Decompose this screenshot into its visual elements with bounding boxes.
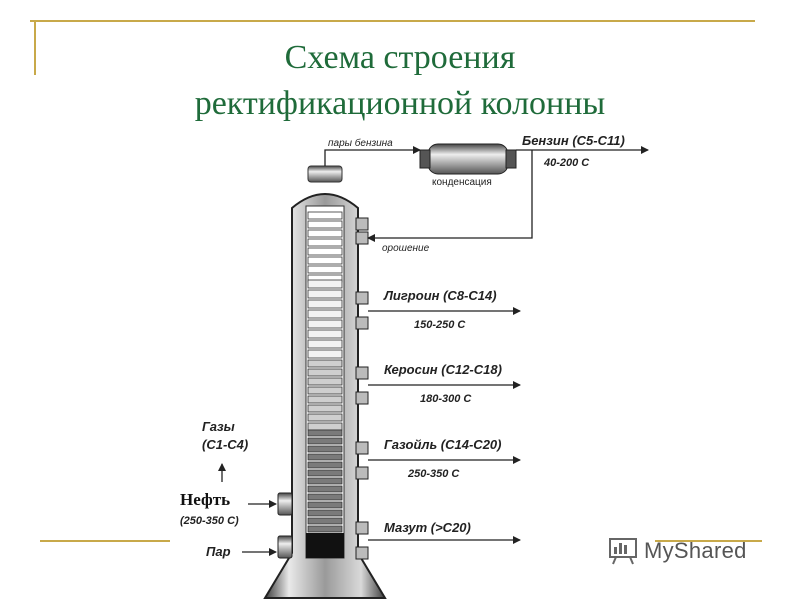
column-tray: [307, 256, 343, 265]
column-tray: [307, 229, 343, 238]
gases-label: Газы: [202, 419, 235, 434]
fraction-range-gasoil: 250-350 C: [407, 468, 460, 480]
side-nozzle: [355, 366, 369, 380]
column-tray: [307, 453, 343, 461]
fraction-range-ligroin: 150-250 C: [414, 319, 466, 331]
left-decor-line: [34, 20, 36, 75]
column-tray: [307, 368, 343, 377]
fraction-range-gasoline: 40-200 C: [543, 157, 590, 169]
column-tray: [307, 309, 343, 319]
fraction-range-kerosene: 180-300 C: [420, 393, 472, 405]
column-tray: [307, 395, 343, 404]
distillation-column-diagram: пары бензина конденсация орошение Бензин…: [170, 128, 655, 600]
column-tray: [307, 469, 343, 477]
vapor-label: пары бензина: [328, 137, 393, 149]
column-tray: [307, 265, 343, 274]
column-tray: [307, 220, 343, 229]
column-tray: [307, 238, 343, 247]
fraction-label-gasoline: Бензин (C5-C11): [522, 133, 625, 148]
side-nozzle: [355, 316, 369, 330]
watermark-text: MyShared: [644, 538, 747, 563]
column-tray: [307, 299, 343, 309]
top-decor-line: [30, 20, 755, 22]
fraction-label-gasoil: Газойль (C14-C20): [384, 437, 501, 452]
column-tray: [307, 349, 343, 359]
condenser-label: конденсация: [432, 177, 492, 188]
column-tray: [307, 461, 343, 469]
side-nozzle: [355, 521, 369, 535]
steam-label: Пар: [206, 544, 231, 559]
column-tray: [307, 509, 343, 517]
column-tray: [307, 477, 343, 485]
condenser-left-flange: [419, 149, 431, 169]
column-bottom-residue: [306, 533, 344, 558]
oil-feed-label: Нефть: [180, 490, 230, 509]
oil-feed-nozzle: [277, 492, 293, 516]
side-nozzle: [355, 231, 369, 245]
side-nozzle: [355, 546, 369, 560]
oil-feed-range: (250-350 C): [180, 515, 239, 527]
side-nozzle: [355, 466, 369, 480]
gases-formula: (C1-C4): [202, 437, 248, 452]
slide-title-line2: ректификационной колонны: [194, 85, 606, 122]
side-nozzle: [355, 391, 369, 405]
condenser-drum: [427, 143, 509, 175]
column-tray: [307, 517, 343, 525]
side-nozzle: [355, 291, 369, 305]
side-nozzle: [355, 441, 369, 455]
fraction-label-ligroin: Лигроин (C8-C14): [383, 288, 497, 303]
column-tray: [307, 329, 343, 339]
column-tray: [307, 445, 343, 453]
presentation-board-icon: [609, 538, 637, 565]
column-tray: [307, 359, 343, 368]
column-tray: [307, 211, 343, 220]
column-tray: [307, 525, 343, 533]
reflux-line: [367, 150, 533, 242]
fraction-label-kerosene: Керосин (C12-C18): [384, 362, 502, 377]
side-draw-nozzles: [355, 217, 369, 560]
diagram-panel: [170, 128, 655, 600]
slide-title-line1: Схема строения: [284, 39, 516, 76]
column-trays: [307, 211, 343, 533]
vapor-line: [324, 146, 421, 166]
column-tray: [307, 422, 343, 431]
column-tray: [307, 493, 343, 501]
column-tray: [307, 501, 343, 509]
column-tray: [307, 386, 343, 395]
condenser-right-flange: [505, 149, 517, 169]
side-nozzle: [355, 217, 369, 231]
column-tray: [307, 289, 343, 299]
column-tray: [307, 377, 343, 386]
steam-feed-nozzle: [277, 535, 293, 559]
column-tray: [307, 485, 343, 493]
column-tray: [307, 247, 343, 256]
column-tray: [307, 319, 343, 329]
reflux-label: орошение: [382, 243, 430, 254]
column-tray: [307, 413, 343, 422]
column-tray: [307, 404, 343, 413]
watermark: MyShared: [608, 537, 747, 565]
column-tray: [307, 437, 343, 445]
column-tray: [307, 339, 343, 349]
column-tray: [307, 429, 343, 437]
column-tray: [307, 279, 343, 289]
column-top-cap: [307, 165, 343, 183]
fraction-label-mazut: Мазут (>C20): [384, 520, 471, 535]
